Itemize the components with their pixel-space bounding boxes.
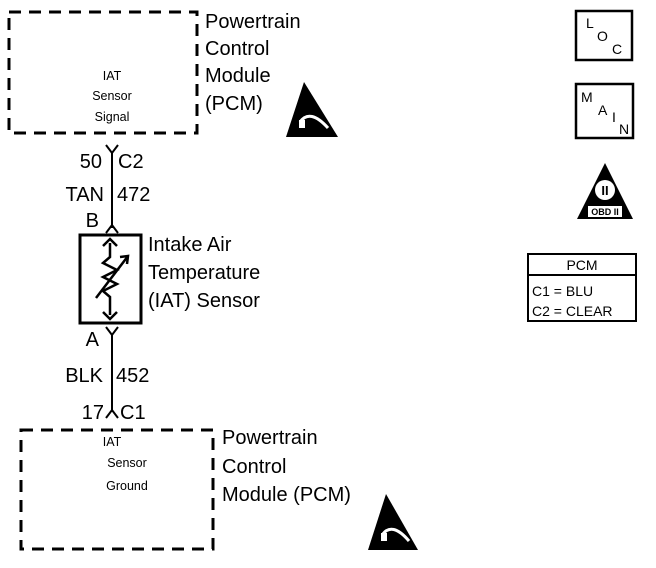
loc-letter-c: C <box>612 41 622 57</box>
top-pcm-dashed-box <box>7 10 199 135</box>
iat-sensor-box <box>78 233 143 325</box>
iat-sensor-title-1: Intake Air <box>148 234 232 256</box>
top-wire-connector: C2 <box>118 151 144 173</box>
main-letter-n: N <box>619 121 629 137</box>
connector-legend: PCM C1 = BLU C2 = CLEAR <box>527 253 637 322</box>
bottom-pcm-internal-label-3: Ground <box>106 479 148 493</box>
top-pcm-module: IAT Sensor Signal Powertrain Control Mod… <box>7 10 338 137</box>
top-wire-circuit: 472 <box>117 184 150 206</box>
top-pcm-terminal-fork <box>105 144 119 155</box>
top-pcm-title-1: Powertrain <box>205 11 301 33</box>
main-letter-i: I <box>612 109 616 125</box>
iat-sensor: Intake Air Temperature (IAT) Sensor <box>78 233 260 325</box>
bottom-pcm-title-3: Module (PCM) <box>222 484 351 506</box>
bottom-pcm-internal-label-1: IAT <box>103 435 122 449</box>
bottom-pcm-title-1: Powertrain <box>222 427 318 449</box>
bottom-pcm-dashed-box <box>19 428 215 551</box>
bottom-pcm-terminal-fork <box>105 408 119 419</box>
sensor-terminal-b: B <box>86 210 99 232</box>
loc-letter-o: O <box>597 28 608 44</box>
bottom-pcm-internal-label-2: Sensor <box>107 456 147 470</box>
legend-row-c1: C1 = BLU <box>532 283 593 299</box>
top-pcm-title-2: Control <box>205 38 269 60</box>
bottom-wire-color: BLK <box>65 365 103 387</box>
obd-caption: OBD II <box>591 207 619 217</box>
bottom-wire-pin: 17 <box>82 402 104 424</box>
top-wire: 50 C2 TAN 472 B <box>65 144 150 234</box>
top-pcm-internal-label-1: IAT <box>103 69 122 83</box>
bottom-wire-connector: C1 <box>120 402 146 424</box>
iat-sensor-title-2: Temperature <box>148 262 260 284</box>
top-pcm-internal-label-3: Signal <box>95 110 130 124</box>
top-pcm-title-4: (PCM) <box>205 93 263 115</box>
obd-ii-icon: II OBD II <box>577 163 633 219</box>
esd-warning-icon <box>286 82 338 137</box>
bottom-wire: A BLK 452 17 C1 <box>65 326 149 424</box>
bottom-pcm-module: IAT Sensor Ground Powertrain Control Mod… <box>19 427 418 551</box>
obd-numeral: II <box>601 183 608 198</box>
bottom-wire-circuit: 452 <box>116 365 149 387</box>
sensor-terminal-a: A <box>86 329 100 351</box>
iat-sensor-title-3: (IAT) Sensor <box>148 290 260 312</box>
loc-letter-l: L <box>586 15 594 31</box>
top-pcm-title-3: Module <box>205 65 271 87</box>
bottom-pcm-title-2: Control <box>222 456 286 478</box>
top-wire-pin: 50 <box>80 151 102 173</box>
main-letter-m: M <box>581 89 593 105</box>
legend-row-c2: C2 = CLEAR <box>532 303 613 319</box>
esd-warning-icon <box>368 494 418 550</box>
thermistor-icon <box>95 237 130 321</box>
top-pcm-internal-label-2: Sensor <box>92 89 132 103</box>
sensor-a-terminal-fork <box>105 326 119 337</box>
loc-icon: L O C <box>574 9 634 62</box>
sensor-b-terminal-fork <box>105 223 119 234</box>
main-icon: M A I N <box>574 82 635 140</box>
legend-title: PCM <box>566 257 597 273</box>
main-letter-a: A <box>598 102 608 118</box>
top-wire-color: TAN <box>65 184 104 206</box>
